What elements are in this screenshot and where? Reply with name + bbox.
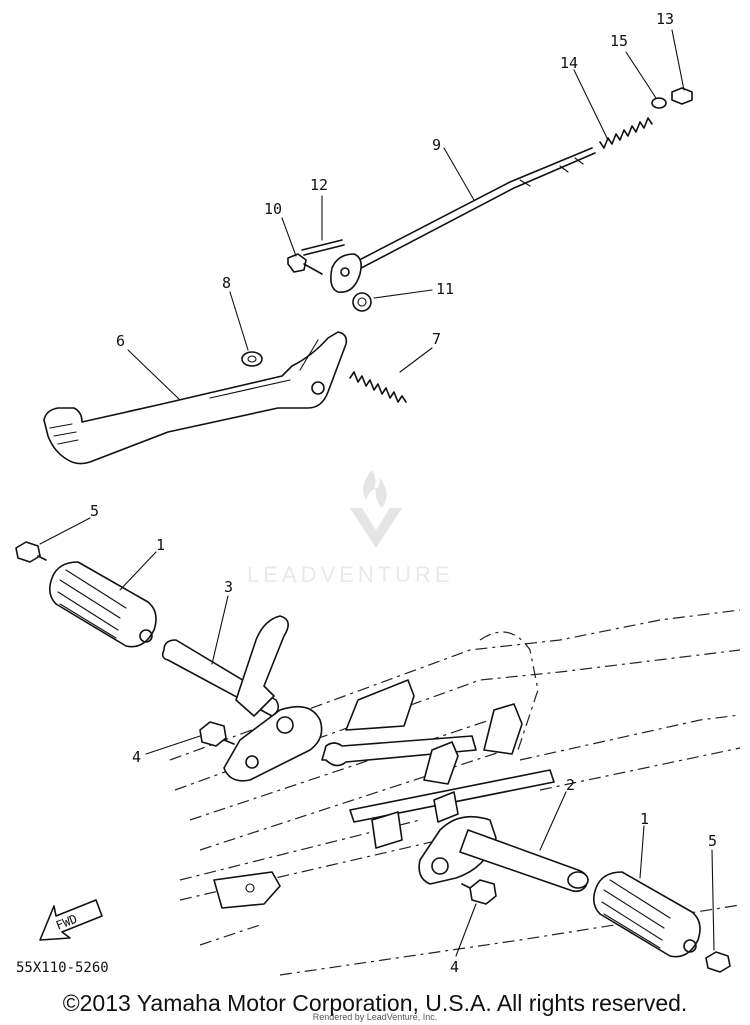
callout-7: 7 <box>432 330 441 348</box>
callout-11: 11 <box>436 280 454 298</box>
callout-1-left: 1 <box>156 536 165 554</box>
copyright-notice: ©2013 Yamaha Motor Corporation, U.S.A. A… <box>62 990 688 1016</box>
callout-2: 2 <box>566 776 575 794</box>
diagram-code: 55X110-5260 <box>16 960 109 976</box>
bolts <box>15 541 731 973</box>
callout-15: 15 <box>610 32 628 50</box>
watermark-text: LEADVENTURE <box>247 562 454 587</box>
footrest-bar-right <box>459 829 589 893</box>
callout-10: 10 <box>264 200 282 218</box>
callout-8: 8 <box>222 274 231 292</box>
callout-6: 6 <box>116 332 125 350</box>
frame-outline <box>169 609 741 976</box>
callout-9: 9 <box>432 136 441 154</box>
callout-5-right: 5 <box>708 832 717 850</box>
callout-5-left: 5 <box>90 502 99 520</box>
exploded-parts-diagram: LEADVENTURE <box>15 10 741 976</box>
footrest-bar-left <box>161 615 289 717</box>
footpeg-rubber-right <box>592 871 701 958</box>
footrest-bracket-assembly <box>213 679 555 909</box>
callout-4-left: 4 <box>132 748 141 766</box>
brake-rod-assembly <box>287 87 693 312</box>
callout-12: 12 <box>310 176 328 194</box>
callout-leaders <box>39 29 715 957</box>
callout-14: 14 <box>560 54 578 72</box>
leadventure-watermark: LEADVENTURE <box>247 470 454 587</box>
callout-3: 3 <box>224 578 233 596</box>
rendered-by-notice: Rendered by LeadVenture, Inc. <box>312 1012 438 1022</box>
forward-arrow-icon: FWD <box>39 899 103 941</box>
callout-4-right: 4 <box>450 958 459 976</box>
callout-1-right: 1 <box>640 810 649 828</box>
brake-pedal <box>43 331 407 465</box>
callout-numbers: 13 15 14 9 12 10 11 8 7 6 5 1 3 4 2 1 5 … <box>90 10 717 976</box>
callout-13: 13 <box>656 10 674 28</box>
footpeg-rubber-left <box>48 561 157 648</box>
